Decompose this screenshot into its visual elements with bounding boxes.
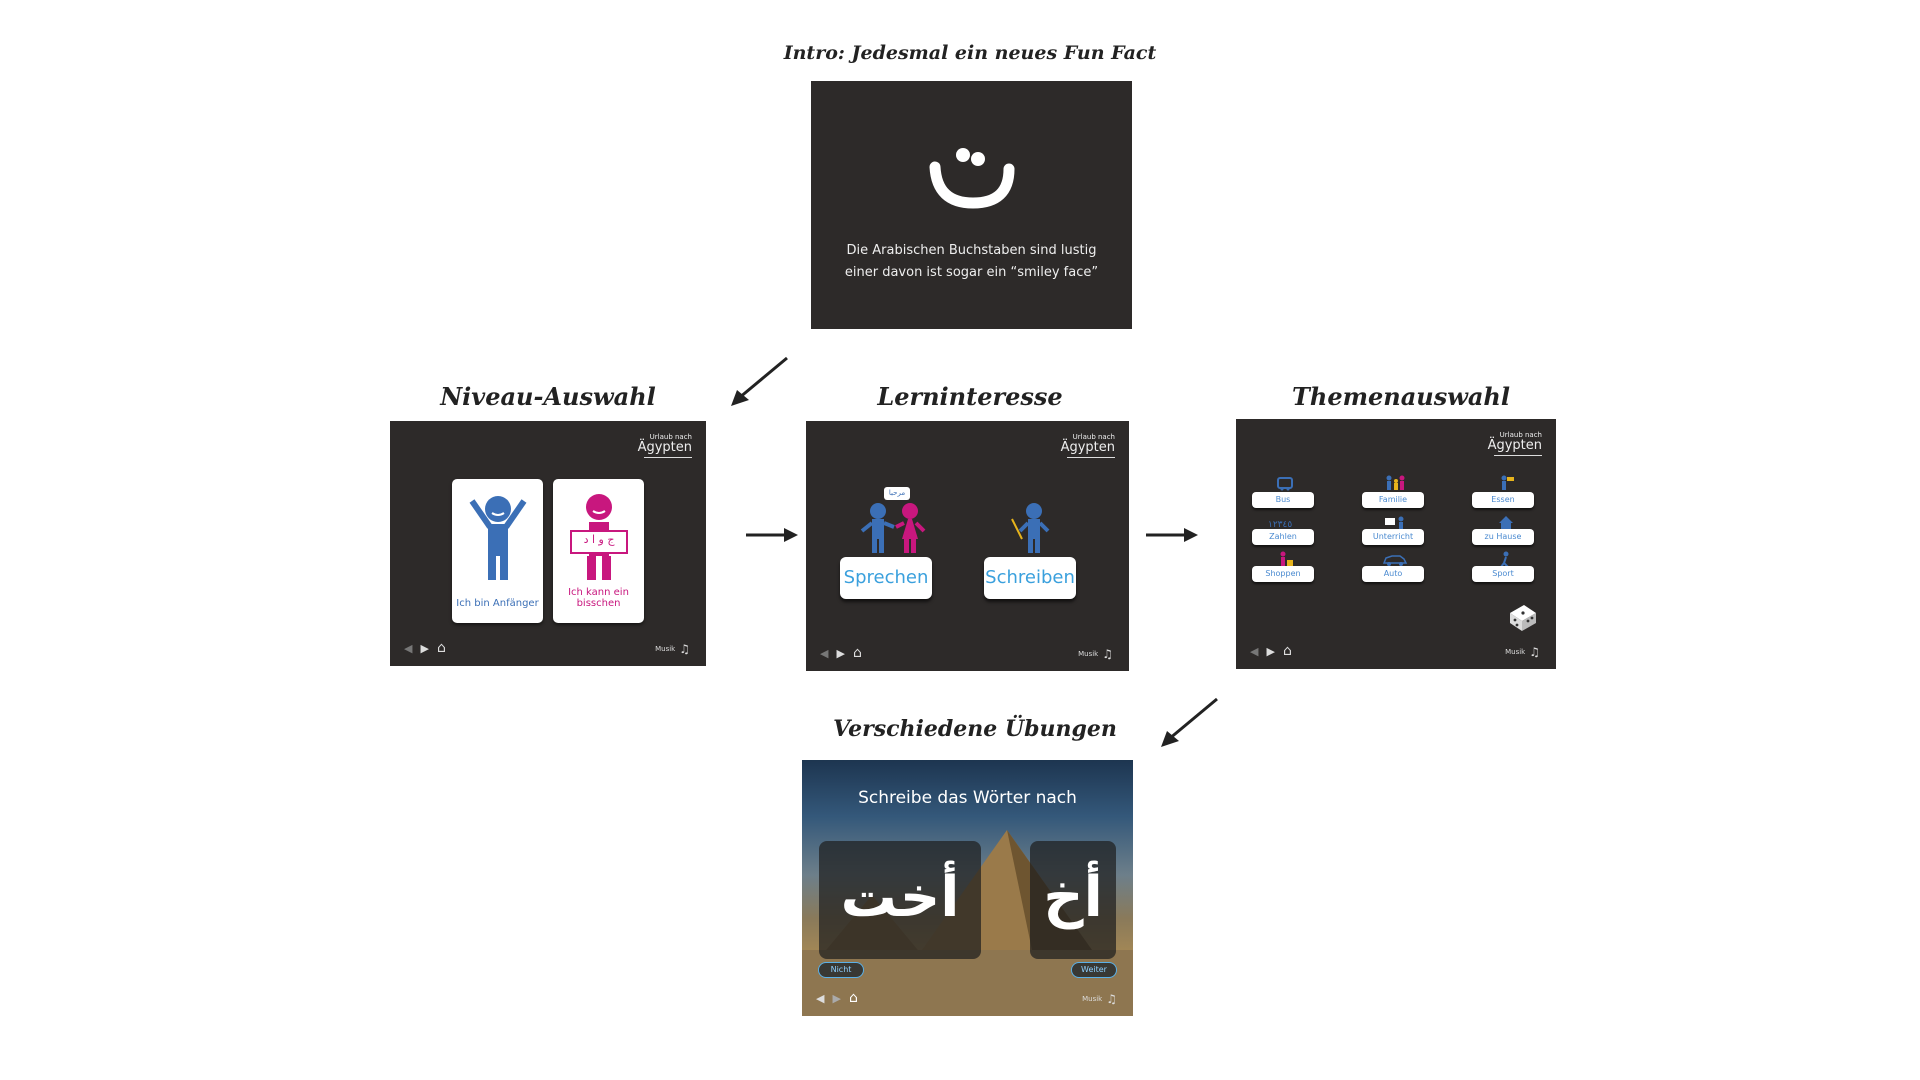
sport-icon xyxy=(1500,551,1509,567)
shopping-icon xyxy=(1280,551,1293,566)
lern-screen: Urlaub nach Ägypten مرحبا Sprechen Schre… xyxy=(806,421,1129,671)
music-toggle[interactable]: Musik ♫ xyxy=(1082,992,1117,1006)
topic-familie-button[interactable]: Familie xyxy=(1362,492,1424,508)
nav-bar: ◀ ▶ ⌂ xyxy=(404,640,446,656)
writing-figure-icon xyxy=(1011,503,1050,553)
numbers-icon: ١٢٣٤٥ xyxy=(1268,520,1293,530)
nav-bar: ◀ ▶ ⌂ xyxy=(816,990,858,1006)
topic-unterricht-button[interactable]: Unterricht xyxy=(1362,529,1424,545)
level-card-beginner[interactable]: Ich bin Anfänger xyxy=(452,479,543,623)
nav-bar: ◀ ▶ ⌂ xyxy=(820,645,862,661)
advanced-label: Ich kann ein bisschen xyxy=(568,587,629,609)
bus-icon xyxy=(1277,477,1293,491)
app-logo: Urlaub nach Ägypten xyxy=(1061,433,1115,458)
arrow-niveau-to-lern xyxy=(746,528,798,542)
sprechen-button[interactable]: Sprechen xyxy=(840,557,932,599)
app-logo: Urlaub nach Ägypten xyxy=(638,433,692,458)
uebung-screen: Schreibe das Wörter nach أخت أخ Nicht We… xyxy=(802,760,1133,1016)
topic-shoppen-button[interactable]: Shoppen xyxy=(1252,566,1314,582)
speaking-figures-icon xyxy=(860,503,926,553)
beginner-label: Ich bin Anfänger xyxy=(456,598,539,609)
nicht-button[interactable]: Nicht xyxy=(818,962,864,978)
arrow-intro-to-niveau xyxy=(731,356,788,406)
dice-icon[interactable] xyxy=(1506,601,1538,633)
topic-bus-button[interactable]: Bus xyxy=(1252,492,1314,508)
topic-sport-button[interactable]: Sport xyxy=(1472,566,1534,582)
music-label: Musik xyxy=(1078,650,1099,658)
fun-fact-line-1: Die Arabischen Buchstaben sind lustig xyxy=(846,243,1097,258)
music-label: Musik xyxy=(1505,648,1526,656)
home-icon[interactable]: ⌂ xyxy=(436,640,446,656)
forward-icon[interactable]: ▶ xyxy=(1266,644,1275,658)
music-toggle[interactable]: Musik ♫ xyxy=(1505,645,1540,659)
arrow-themen-to-uebungen xyxy=(1161,697,1218,747)
car-icon xyxy=(1382,555,1408,566)
forward-icon[interactable]: ▶ xyxy=(832,991,841,1005)
topic-essen-button[interactable]: Essen xyxy=(1472,492,1534,508)
exercise-title: Schreibe das Wörter nach xyxy=(858,788,1077,808)
fun-fact-line-2: einer davon ist sogar ein “smiley face” xyxy=(844,265,1099,280)
music-label: Musik xyxy=(655,645,676,653)
word-card-large[interactable] xyxy=(819,841,981,959)
music-note-icon: ♫ xyxy=(1529,645,1540,659)
themen-screen: Urlaub nach Ägypten ١٢٣٤٥ Bus Familie Es… xyxy=(1236,419,1556,669)
music-note-icon: ♫ xyxy=(679,642,690,656)
app-logo: Urlaub nach Ägypten xyxy=(1488,431,1542,456)
topic-zahlen-button[interactable]: Zahlen xyxy=(1252,529,1314,545)
food-icon xyxy=(1501,475,1514,490)
arrow-lern-to-themen xyxy=(1146,528,1198,542)
music-toggle[interactable]: Musik ♫ xyxy=(655,642,690,656)
house-icon xyxy=(1499,516,1513,530)
back-icon[interactable]: ◀ xyxy=(816,991,825,1005)
music-label: Musik xyxy=(1082,995,1103,1003)
caption-lern: Lerninteresse xyxy=(877,382,1063,411)
back-icon[interactable]: ◀ xyxy=(1250,644,1259,658)
speech-bubble: مرحبا xyxy=(884,487,910,500)
niveau-screen: Urlaub nach Ägypten Ich bin Anfänger ج و… xyxy=(390,421,706,666)
forward-icon[interactable]: ▶ xyxy=(836,646,845,660)
arabic-sign-text: ج و ا د xyxy=(583,533,615,546)
level-card-advanced[interactable]: ج و ا د Ich kann ein bisschen xyxy=(553,479,644,623)
beginner-figure-icon xyxy=(469,496,527,580)
caption-intro: Intro: Jedesmal ein neues Fun Fact xyxy=(783,42,1157,64)
family-icon xyxy=(1386,475,1405,490)
nav-bar: ◀ ▶ ⌂ xyxy=(1250,643,1292,659)
music-toggle[interactable]: Musik ♫ xyxy=(1078,647,1113,661)
topic-auto-button[interactable]: Auto xyxy=(1362,566,1424,582)
home-icon[interactable]: ⌂ xyxy=(1282,643,1292,659)
advanced-figure-icon xyxy=(570,494,628,580)
caption-themen: Themenauswahl xyxy=(1292,382,1510,411)
back-icon[interactable]: ◀ xyxy=(820,646,829,660)
classroom-icon xyxy=(1385,516,1404,530)
music-note-icon: ♫ xyxy=(1106,992,1117,1006)
schreiben-button[interactable]: Schreiben xyxy=(984,557,1076,599)
forward-icon[interactable]: ▶ xyxy=(420,641,429,655)
music-note-icon: ♫ xyxy=(1102,647,1113,661)
back-icon[interactable]: ◀ xyxy=(404,641,413,655)
caption-niveau: Niveau-Auswahl xyxy=(440,382,656,411)
intro-screen: Die Arabischen Buchstaben sind lustig ei… xyxy=(811,81,1132,329)
word-small-text: أخ xyxy=(1043,865,1103,930)
home-icon[interactable]: ⌂ xyxy=(852,645,862,661)
word-large-text: أخت xyxy=(840,865,960,930)
caption-uebungen: Verschiedene Übungen xyxy=(833,716,1117,742)
weiter-button[interactable]: Weiter xyxy=(1071,962,1117,978)
word-card-small[interactable] xyxy=(1030,841,1116,959)
home-icon[interactable]: ⌂ xyxy=(848,990,858,1006)
topic-zuhause-button[interactable]: zu Hause xyxy=(1472,529,1534,545)
smiley-icon xyxy=(929,148,1015,209)
